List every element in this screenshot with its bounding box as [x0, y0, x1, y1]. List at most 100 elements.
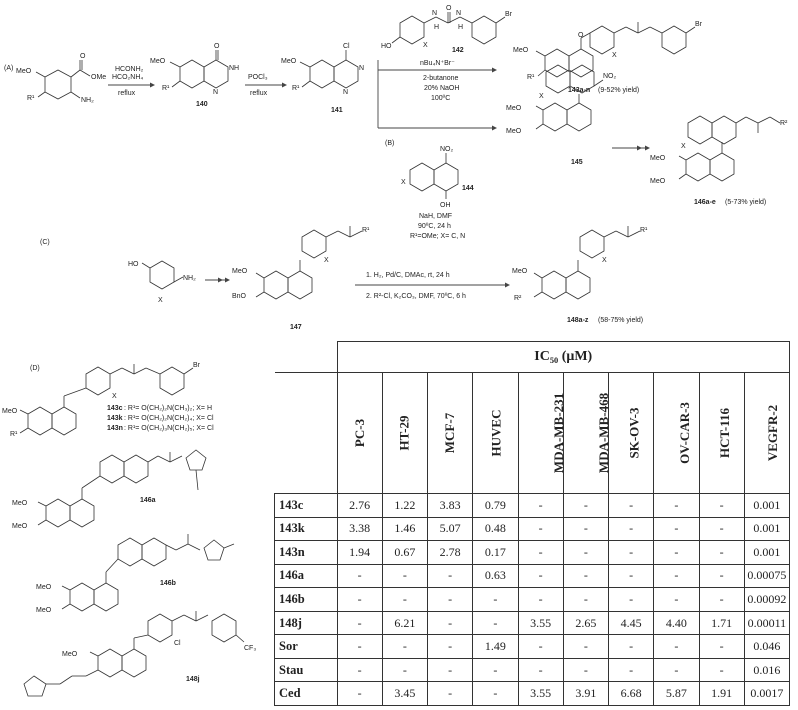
table-row: 146b---------0.00092: [274, 587, 791, 612]
atom-n: N: [213, 89, 218, 96]
table-cell: -: [653, 516, 700, 542]
atom-meo1: MeO: [506, 105, 522, 112]
atom-meo: MeO: [150, 58, 166, 65]
table-cell: 0.001: [743, 493, 791, 518]
atom-bno: BnO: [232, 293, 247, 300]
atom-no2: NO₂: [440, 146, 454, 153]
atom-n2: N: [343, 89, 348, 96]
atom-n1: N: [359, 65, 364, 72]
label-144: 144: [462, 185, 474, 192]
table-cell: 2.78: [426, 540, 474, 565]
panel-c-label: (C): [40, 239, 50, 246]
atom-x: X: [612, 52, 617, 59]
table-cell: -: [698, 540, 745, 565]
table-corner-2: [274, 372, 338, 494]
structure-143-series: MeO R¹ X Br 143c : R¹= O(CH₂)₂N(CH₃)₂; X…: [2, 362, 214, 438]
table-cell: -: [336, 563, 383, 589]
label-147: 147: [290, 324, 302, 331]
atom-meo: MeO: [281, 58, 297, 65]
atom-r1: R¹: [27, 95, 35, 102]
table-cell: 5.87: [653, 681, 700, 706]
reagent4-line3: R¹=OMe; X= C, N: [410, 233, 465, 240]
label-148j: 148j: [186, 676, 200, 683]
label-148-yield: (58-75% yield): [598, 317, 643, 324]
table-cell: -: [426, 657, 474, 683]
atom-r1: R¹: [640, 227, 648, 234]
row-header: 146a: [274, 563, 338, 589]
row-header: Stau: [274, 657, 338, 683]
atom-nh: NH: [229, 65, 239, 72]
compound-148: MeO R² X R¹ 148a-z (58-75% yield): [512, 226, 648, 324]
table-cell: -: [517, 587, 564, 612]
table-cell: -: [562, 587, 610, 612]
atom-cl: Cl: [343, 43, 350, 50]
label-146b: 146b: [160, 580, 176, 587]
table-cell: 0.17: [472, 540, 519, 565]
label-142: 142: [452, 47, 464, 54]
table-cell: -: [426, 610, 474, 636]
table-cell: 4.45: [607, 610, 655, 636]
atom-x: X: [324, 257, 329, 264]
row-header: 143k: [274, 516, 338, 542]
label-143k: 143k: [107, 415, 123, 422]
atom-r1: R¹: [10, 431, 18, 438]
table-cell: 3.55: [517, 610, 564, 636]
table-cell: 0.00092: [743, 587, 791, 612]
table-cell: -: [381, 587, 429, 612]
atom-meo: MeO: [62, 651, 78, 658]
table-cell: -: [426, 563, 474, 589]
table-cell: -: [472, 657, 519, 683]
atom-cf3: CF₃: [244, 645, 256, 652]
atom-h2: H: [458, 24, 463, 31]
table-cell: -: [653, 587, 700, 612]
row-header: 143c: [274, 493, 338, 518]
compound-144: NO₂ OH X 144: [401, 146, 474, 209]
table-row: Stau---------0.016: [274, 657, 791, 683]
atom-h1: H: [434, 24, 439, 31]
table-cell: -: [653, 493, 700, 518]
compound-141: Cl N N MeO R¹ 141: [281, 43, 364, 114]
label-143-yield: (9-52% yield): [598, 87, 639, 94]
structure-146b: MeO MeO 146b: [36, 534, 235, 614]
atom-meo: MeO: [513, 47, 529, 54]
table-cell: -: [562, 540, 610, 565]
synthesis-scheme: (A) (B) (C) O OMe NH₂ MeO R¹ HCONH₂ HCO₂…: [4, 5, 788, 331]
row-header: 146b: [274, 587, 338, 612]
table-cell: -: [653, 540, 700, 565]
atom-nh2: NH₂: [81, 97, 94, 104]
row-header: 148j: [274, 610, 338, 636]
structure-146a: MeO MeO 146a: [12, 449, 207, 530]
ic50-table: IC₅₀ (μM) PC-3 HT-29 MCF-7 HUVEC MDA-MB-…: [274, 341, 791, 706]
table-cell: -: [336, 587, 383, 612]
table-cell: -: [698, 657, 745, 683]
atom-r2: R²: [514, 295, 522, 302]
table-cell: -: [472, 587, 519, 612]
table-cell: -: [607, 540, 655, 565]
table-cell: -: [472, 610, 519, 636]
atom-meo1: MeO: [36, 584, 52, 591]
table-cell: -: [607, 634, 655, 659]
text-143n: : R¹= O(CH₂)₃N(CH₂)₅; X= Cl: [124, 425, 214, 432]
reagent4-line1: NaH, DMF: [419, 213, 452, 220]
table-cell: 0.00011: [743, 610, 791, 636]
atom-meo: MeO: [16, 68, 32, 75]
atom-ho: HO: [381, 43, 392, 50]
col-header: MDA-MB-231: [517, 372, 566, 494]
atom-meo1: MeO: [650, 155, 666, 162]
table-cell: -: [698, 516, 745, 542]
atom-r1: R¹: [527, 74, 535, 81]
table-cell: 5.07: [426, 516, 474, 542]
table-cell: 1.91: [698, 681, 745, 706]
label-146: 146a-e: [694, 199, 716, 206]
atom-meo2: MeO: [650, 178, 666, 185]
reagent3-line3: 20% NaOH: [424, 85, 459, 92]
table-cell: 3.45: [381, 681, 429, 706]
table-cell: 2.65: [562, 610, 610, 636]
table-cell: -: [336, 681, 383, 706]
atom-meo2: MeO: [36, 607, 52, 614]
atom-nh2: NH₂: [183, 275, 196, 282]
compound-140: O NH N MeO R¹ 140: [150, 43, 239, 108]
atom-o: O: [446, 5, 452, 12]
